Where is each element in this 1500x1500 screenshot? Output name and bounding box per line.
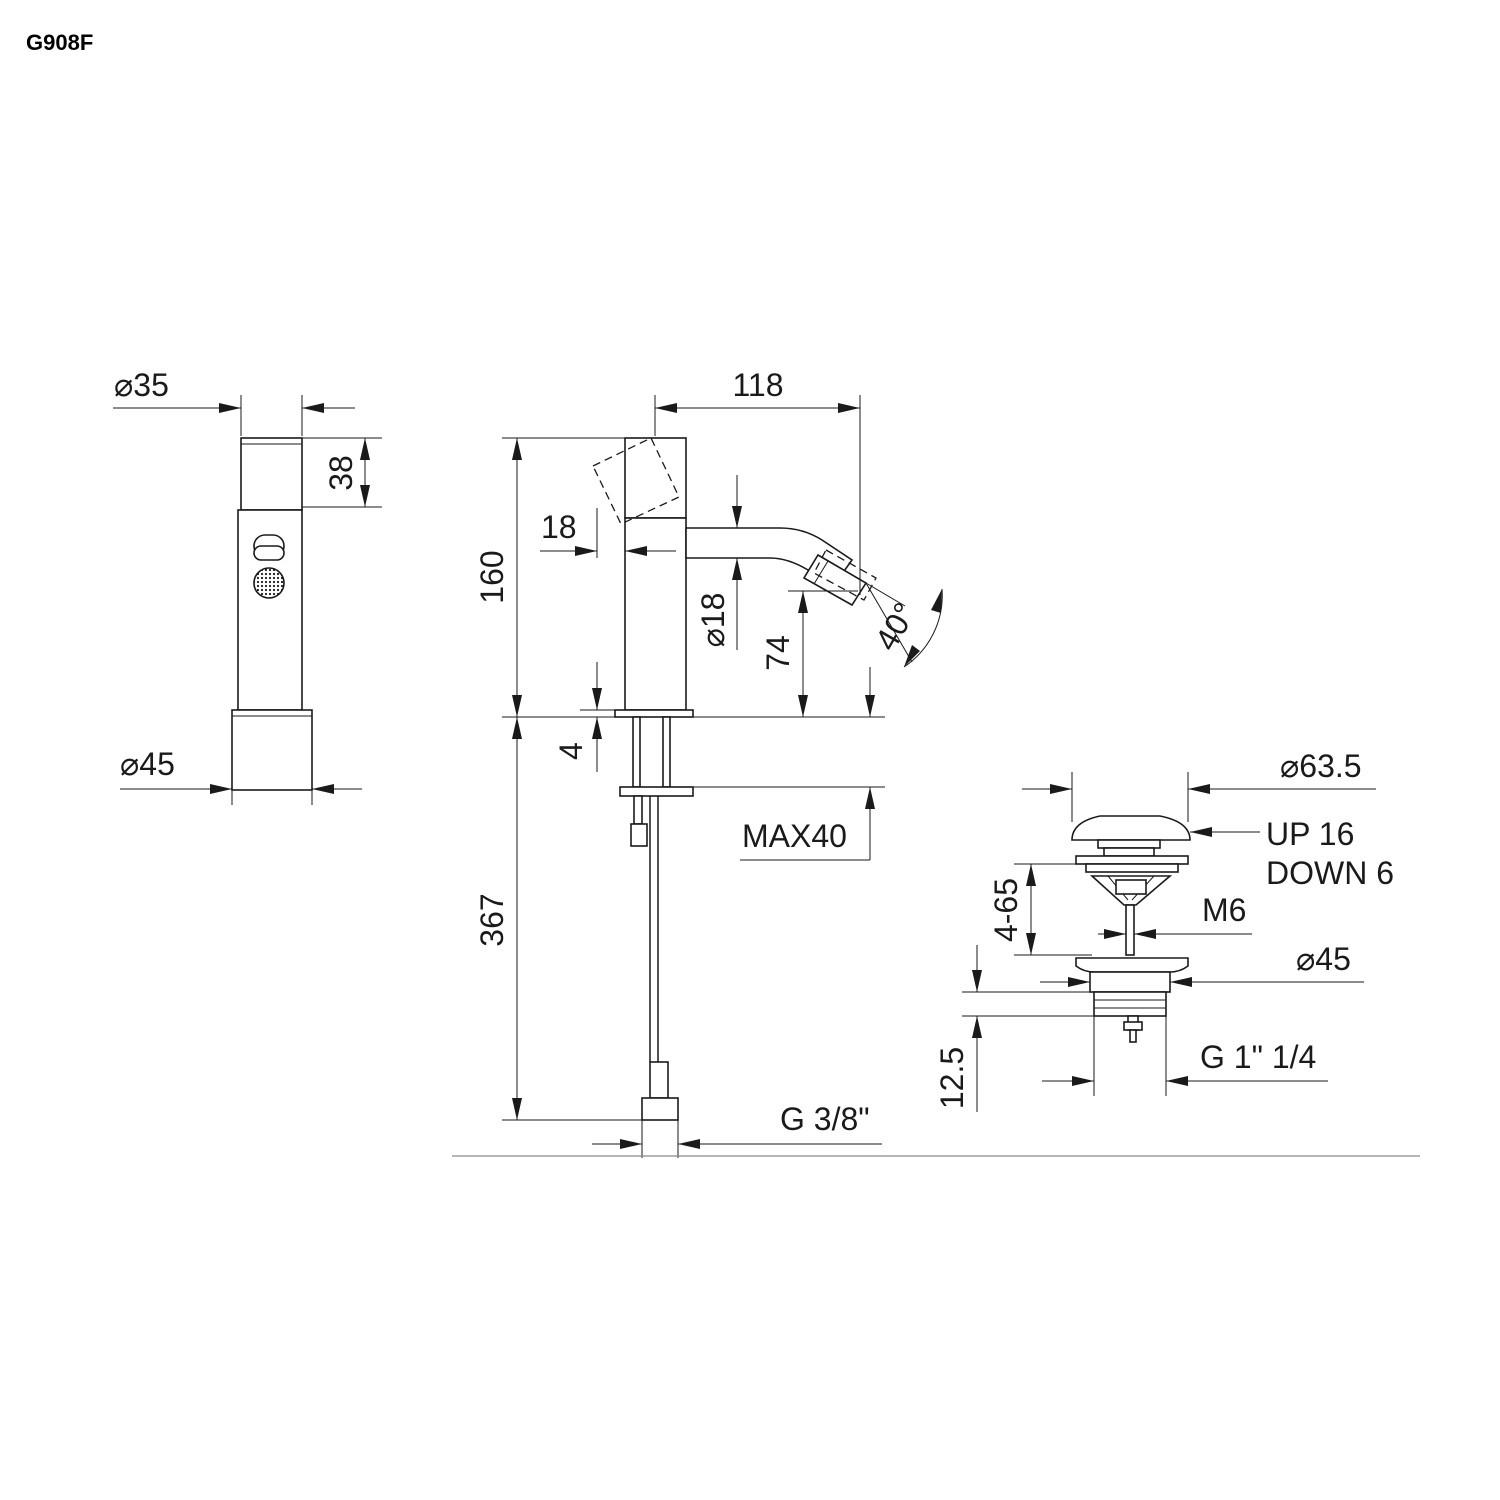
dim-flange-dia: ⌀45 xyxy=(1040,941,1364,987)
waste-flange xyxy=(1075,957,1189,973)
dim-stroke: UP 16 DOWN 6 xyxy=(1190,816,1394,891)
faucet-base xyxy=(614,709,694,718)
waste-rod xyxy=(1125,904,1135,956)
waste-cap xyxy=(1071,815,1191,841)
label-dia-63-5: ⌀63.5 xyxy=(1280,748,1362,784)
label-down-6: DOWN 6 xyxy=(1266,855,1394,891)
label-dia-18: ⌀18 xyxy=(695,593,731,648)
label-12-5: 12.5 xyxy=(934,1047,970,1109)
dim-side-dia-base: ⌀45 xyxy=(120,746,362,805)
label-dia-45-side: ⌀45 xyxy=(120,746,175,782)
dim-angle: 40° xyxy=(865,582,943,668)
hose-fitting-bottom xyxy=(649,1061,669,1099)
aerator-icon xyxy=(253,534,285,599)
label-dia-35: ⌀35 xyxy=(114,367,169,403)
waste-ring xyxy=(1075,855,1189,865)
label-up-16: UP 16 xyxy=(1266,816,1354,852)
label-dia-45-waste: ⌀45 xyxy=(1296,941,1351,977)
dim-rod-range: 4-65 xyxy=(988,863,1092,956)
dim-side-handle-height: 38 xyxy=(302,437,382,508)
side-handle xyxy=(240,437,303,511)
dim-overall-depth: 118 xyxy=(654,367,861,595)
dim-flange-height: 12.5 xyxy=(934,945,1094,1112)
label-4: 4 xyxy=(553,742,589,760)
faucet-handle xyxy=(624,437,687,519)
label-74: 74 xyxy=(760,635,796,671)
waste-view: ⌀63.5 UP 16 DOWN 6 4-65 M6 xyxy=(934,748,1394,1112)
dim-spout-dia: ⌀18 xyxy=(695,475,742,650)
label-g38: G 3/8" xyxy=(780,1101,870,1137)
dim-handle-offset: 18 xyxy=(540,508,676,558)
label-g-1-1-4: G 1" 1/4 xyxy=(1200,1039,1316,1075)
label-m6: M6 xyxy=(1202,892,1246,928)
faucet-body xyxy=(624,517,687,711)
dim-body-thread: G 1" 1/4 xyxy=(1042,1016,1328,1096)
waste-body xyxy=(1093,991,1167,1017)
label-118: 118 xyxy=(732,367,783,403)
dim-thread-rod: M6 xyxy=(1098,892,1252,939)
side-view: ⌀35 38 ⌀45 xyxy=(113,367,382,805)
dim-connection: G 3/8" xyxy=(592,1101,882,1158)
label-4-65: 4-65 xyxy=(988,878,1024,942)
side-base xyxy=(231,709,313,791)
label-160: 160 xyxy=(474,550,510,603)
dim-height: 160 xyxy=(474,437,625,717)
dim-spout-height: 74 xyxy=(760,590,858,717)
dim-cap-dia: ⌀63.5 xyxy=(1022,748,1376,822)
label-max40: MAX40 xyxy=(742,818,847,854)
mounting-nut xyxy=(619,786,694,797)
dim-hose-length: 367 xyxy=(474,717,642,1121)
dim-max-deck: MAX40 xyxy=(693,667,885,861)
dim-base-thickness: 4 xyxy=(553,662,615,772)
label-18: 18 xyxy=(541,509,577,545)
model-code: G908F xyxy=(26,30,93,55)
dim-side-dia-top: ⌀35 xyxy=(113,367,355,436)
hose-nut xyxy=(641,1097,679,1121)
label-38: 38 xyxy=(323,455,359,491)
front-view: 118 160 18 ⌀18 xyxy=(474,367,943,1158)
label-367: 367 xyxy=(474,893,510,946)
nozzle-rotated-outline xyxy=(813,549,877,601)
hose-fitting-top xyxy=(630,823,648,847)
handle-rotated-outline xyxy=(592,437,680,525)
